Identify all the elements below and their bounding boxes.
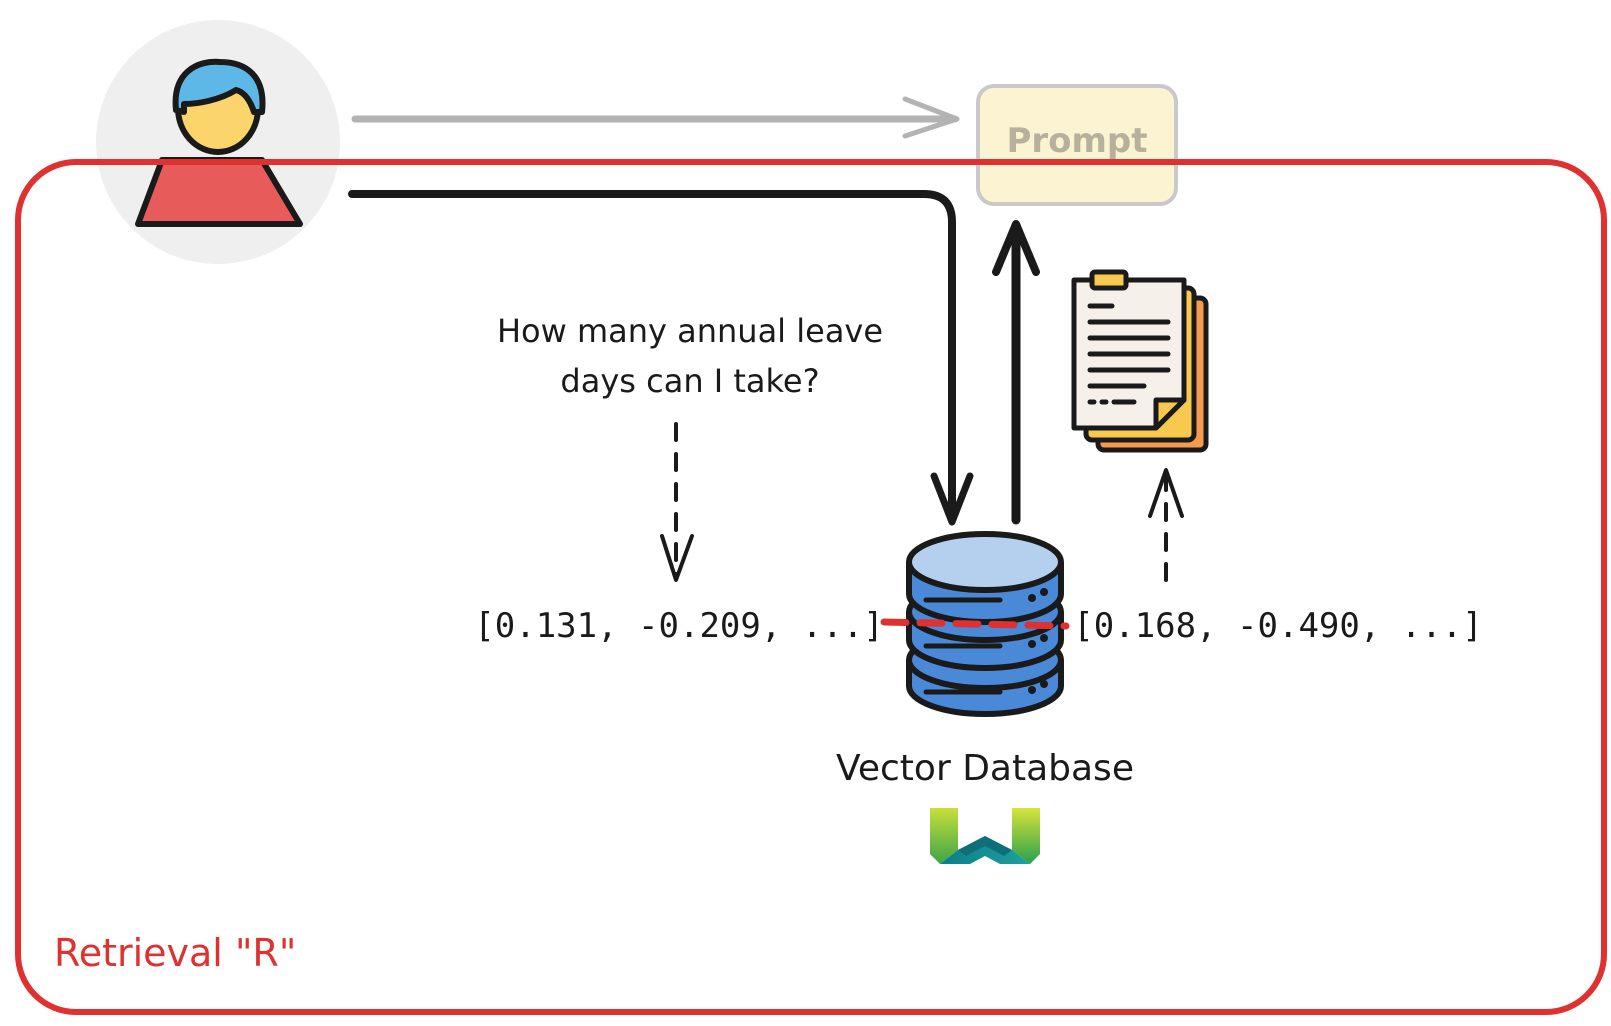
database-to-prompt-arrow	[992, 220, 1040, 525]
question-line-1: How many annual leave	[497, 312, 883, 350]
query-vector: [0.131, -0.209, ...]	[474, 606, 883, 646]
user-icon	[96, 20, 340, 264]
question-line-2: days can I take?	[560, 362, 819, 400]
retrieve-docs-arrow	[1148, 468, 1184, 582]
document-vector: [0.168, -0.490, ...]	[1073, 606, 1482, 646]
database-label: Vector Database	[836, 748, 1134, 789]
similarity-search-line	[880, 618, 1070, 630]
embed-query-arrow	[660, 422, 694, 582]
user-to-database-arrow	[348, 190, 974, 526]
retrieval-label: Retrieval "R"	[54, 931, 296, 975]
question-text: How many annual leave days can I take?	[497, 312, 883, 400]
retrieval-region	[15, 159, 1607, 1015]
prompt-label: Prompt	[1006, 121, 1147, 161]
weaviate-logo	[930, 808, 1040, 864]
prompt-box: Prompt	[976, 84, 1178, 206]
database-icon	[906, 531, 1064, 717]
user-to-prompt-arrow	[351, 96, 960, 139]
document-stack-icon	[1071, 269, 1209, 453]
